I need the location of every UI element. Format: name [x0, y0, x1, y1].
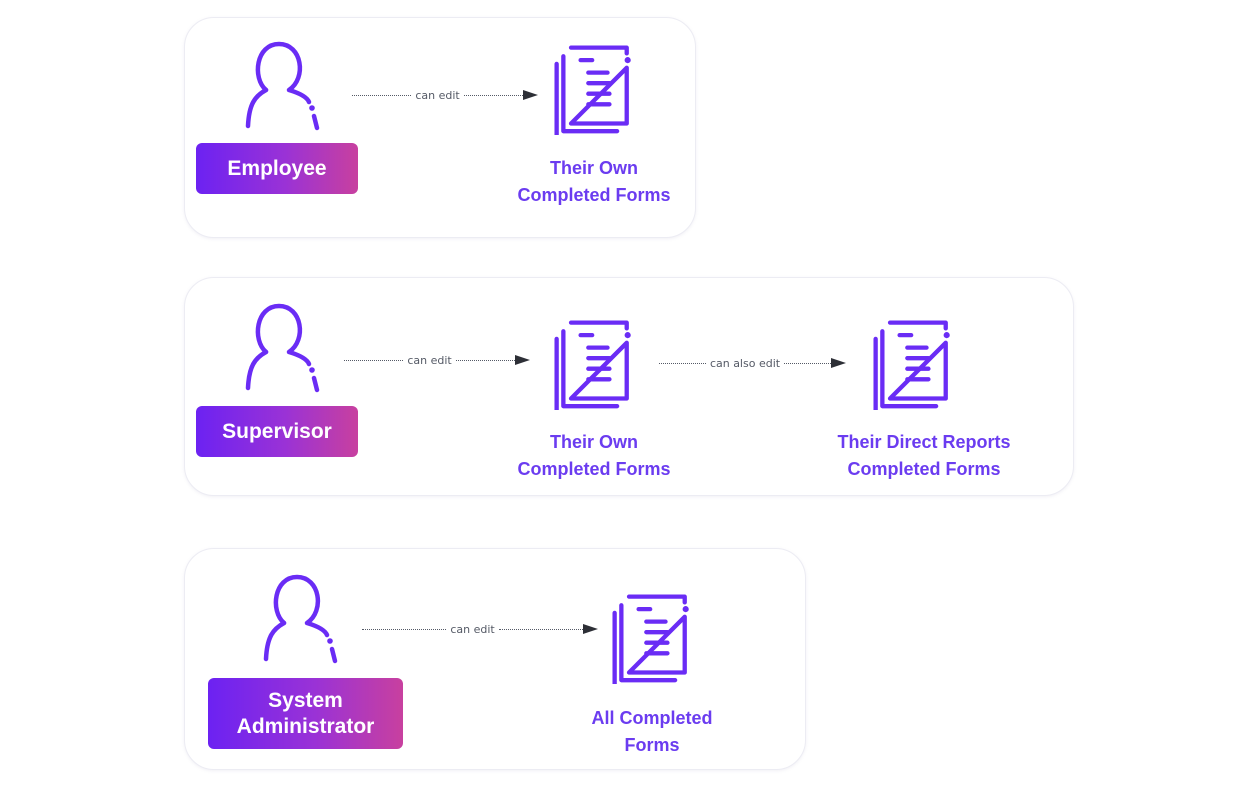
documents-icon: [552, 39, 640, 135]
dotted-line: [659, 362, 706, 364]
documents-icon: [871, 314, 959, 410]
dotted-line: [455, 359, 516, 361]
can-edit-connector: can edit: [344, 350, 531, 370]
connector-label: can also edit: [709, 356, 781, 370]
person-icon: [239, 302, 323, 394]
can-also-edit-connector: can also edit: [659, 353, 847, 373]
connector-label: can edit: [407, 353, 452, 367]
target-caption: All Completed Forms: [591, 708, 713, 755]
supervisor-panel: [184, 277, 1074, 496]
target-caption: Their Direct Reports Completed Forms: [837, 432, 1011, 479]
role-badge-system-administrator: System Administrator: [208, 678, 403, 749]
person-icon: [239, 40, 323, 132]
dotted-line: [463, 94, 524, 96]
dotted-line: [344, 359, 404, 361]
employee-panel: [184, 17, 696, 238]
arrow-head-icon: [583, 624, 599, 634]
arrow-head-icon: [523, 90, 539, 100]
target-caption: Their Own Completed Forms: [517, 432, 671, 479]
can-edit-connector: can edit: [352, 85, 539, 105]
dotted-line: [362, 628, 447, 630]
documents-icon: [610, 588, 698, 684]
dotted-line: [498, 628, 584, 630]
connector-label: can edit: [450, 622, 495, 636]
arrow-head-icon: [831, 358, 847, 368]
can-edit-connector: can edit: [362, 619, 599, 639]
target-caption: Their Own Completed Forms: [517, 158, 671, 205]
dotted-line: [352, 94, 412, 96]
role-badge-supervisor: Supervisor: [196, 406, 358, 457]
person-icon: [257, 573, 341, 665]
role-badge-employee: Employee: [196, 143, 358, 194]
connector-label: can edit: [415, 88, 460, 102]
dotted-line: [784, 362, 832, 364]
documents-icon: [552, 314, 640, 410]
arrow-head-icon: [515, 355, 531, 365]
